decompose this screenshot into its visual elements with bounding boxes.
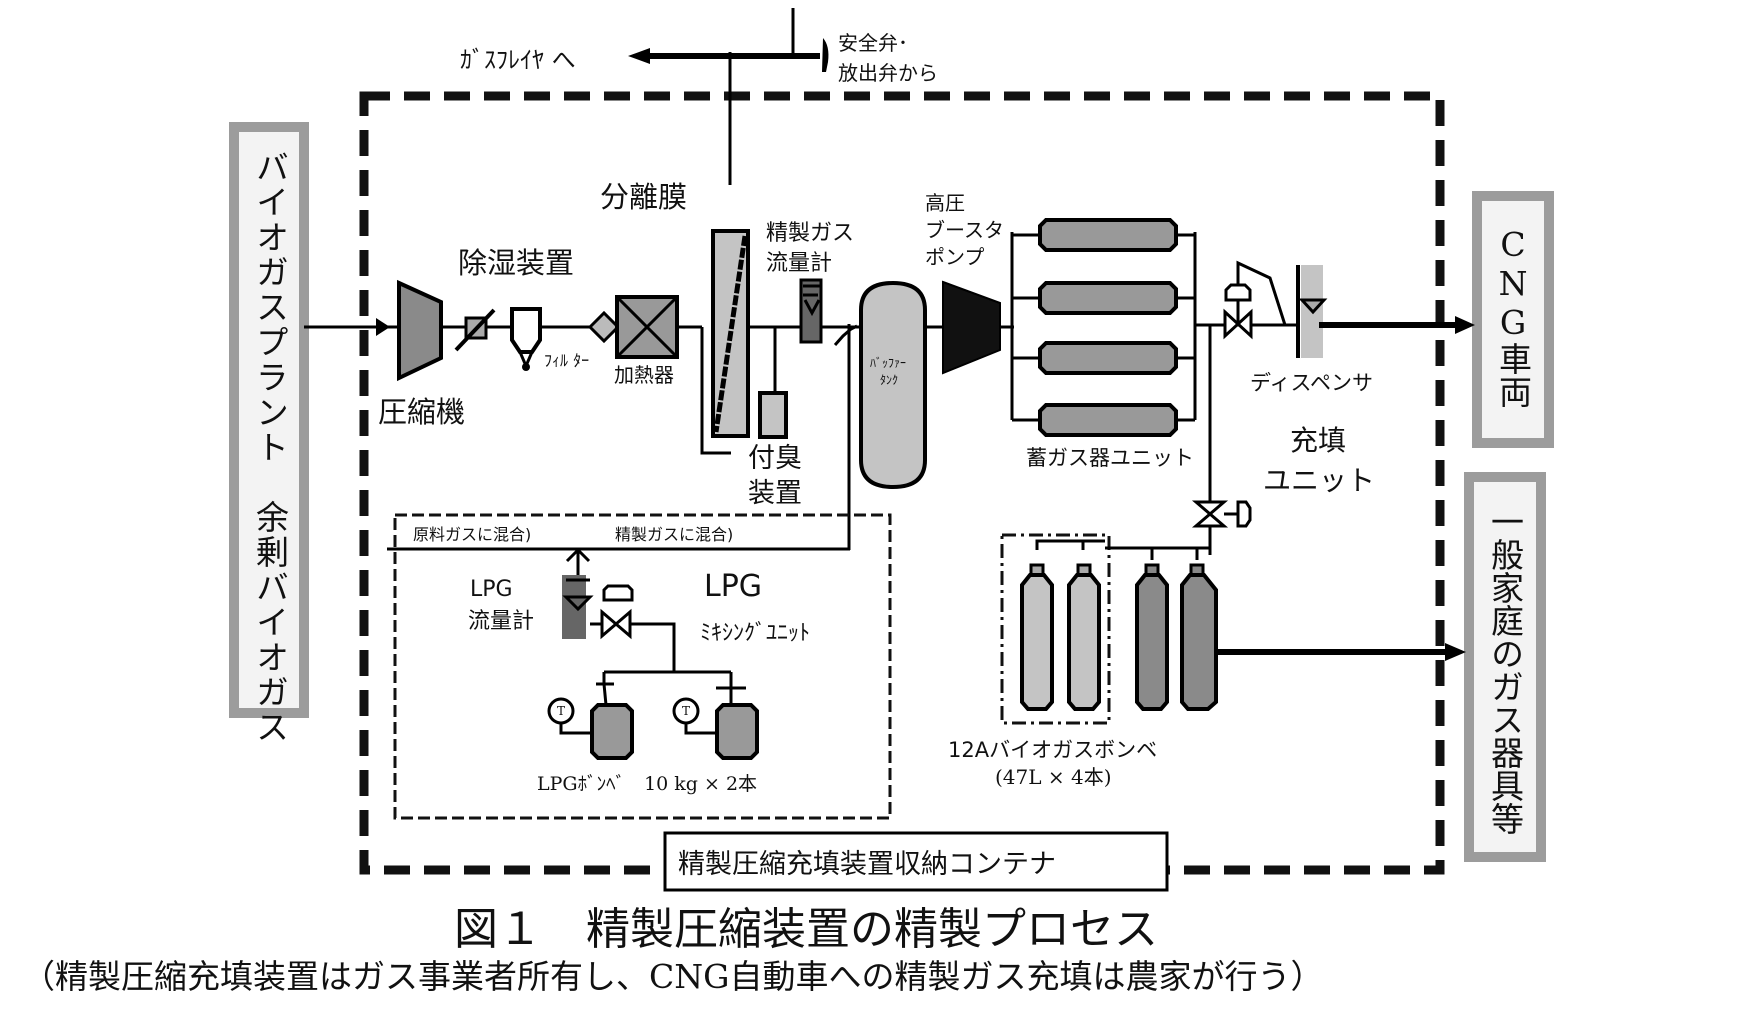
odorizer-icon: 付臭 装置	[748, 327, 802, 509]
svg-text:T: T	[682, 704, 690, 718]
mix-raw-label: 原料ガスに混合)	[413, 525, 531, 544]
source-label: バイオガスプラント 余剰バイオガス	[251, 150, 290, 745]
dehumidifier-icon: 除湿装置	[454, 246, 574, 371]
mix-refined-label: 精製ガスに混合)	[615, 525, 733, 544]
lpg-cylinders-label: LPGﾎﾞﾝﾍﾞ 10 kg × 2本	[537, 773, 757, 795]
heater-label: 加熱器	[614, 363, 674, 387]
filter-icon: ﾌｨﾙ ﾀｰ	[544, 310, 621, 370]
gas-cylinder	[1067, 563, 1101, 711]
container-border	[359, 91, 1445, 875]
flowmeter-label-2: 流量計	[766, 251, 832, 276]
booster-label-1: 高圧	[925, 191, 965, 215]
filter-label: ﾌｨﾙ ﾀｰ	[544, 351, 589, 370]
lpg-unit-label-2: ﾐｷｼﾝｸﾞﾕﾆｯﾄ	[700, 621, 810, 646]
container-label: 精製圧縮充填装置収納コンテナ	[678, 849, 1056, 880]
cng-vehicle-label: CNG車両	[1494, 225, 1533, 408]
lpg-valve-icon	[590, 584, 634, 640]
household-label: 一般家庭のガス器具等	[1486, 505, 1525, 835]
booster-label-2: ブースタ	[925, 218, 1004, 242]
lpg-flowmeter-label-2: 流量計	[468, 609, 534, 634]
heater-icon: 加熱器	[614, 295, 679, 387]
temperature-gauge-icon: T	[547, 697, 590, 735]
flare-line: ｶﾞｽﾌﾚｲﾔ へ 安全弁･ 放出弁から	[460, 8, 938, 185]
lpg-flowmeter-label-1: LPG	[470, 577, 513, 602]
cylinder-valve-icon	[1191, 500, 1252, 528]
dispenser-icon: ディスペンサ	[1250, 265, 1373, 395]
lpg-unit-label-1: LPG	[704, 569, 762, 604]
gas-cylinder	[1180, 563, 1218, 711]
compressor-label: 圧縮機	[378, 395, 465, 429]
figure-subtitle: （精製圧縮充填装置はガス事業者所有し、CNG自動車への精製ガス充填は農家が行う）	[22, 957, 1324, 996]
odorizer-label-1: 付臭	[748, 443, 802, 474]
buffer-label-1: ﾊﾞｯﾌｧｰ	[870, 356, 906, 370]
relief-label-1: 安全弁･	[838, 31, 908, 55]
temperature-gauge-icon: T	[672, 697, 715, 735]
svg-text:T: T	[557, 704, 565, 718]
filling-unit-label-1: 充填	[1290, 424, 1346, 457]
storage-unit-label: 蓄ガス器ユニット	[1026, 446, 1194, 470]
lpg-cylinder: T	[672, 672, 759, 760]
booster-label-3: ポンプ	[925, 245, 984, 269]
compressor-icon: 圧縮機	[378, 279, 465, 429]
storage-cylinder	[1012, 341, 1195, 375]
dispenser-label: ディスペンサ	[1250, 371, 1373, 395]
lpg-unit-outline	[393, 513, 892, 820]
booster-pump-icon: 高圧 ブースタ ポンプ	[925, 191, 1004, 375]
gas-cylinder	[1020, 563, 1054, 711]
flare-label: ｶﾞｽﾌﾚｲﾔ へ	[460, 46, 576, 74]
buffer-tank-icon: ﾊﾞｯﾌｧｰ ﾀﾝｸ	[859, 280, 927, 490]
lpg-mixing-unit: 原料ガスに混合) 精製ガスに混合) LPG 流量計 LPG ﾐｷｼﾝｸﾞﾕﾆｯﾄ	[387, 513, 892, 820]
membrane-label: 分離膜	[600, 180, 687, 214]
flowmeter-label-1: 精製ガス	[766, 221, 854, 246]
gas-cylinder	[1135, 563, 1169, 711]
refined-flowmeter-icon: 精製ガス 流量計	[766, 221, 854, 344]
buffer-label-2: ﾀﾝｸ	[880, 373, 898, 387]
storage-cylinder	[1012, 218, 1195, 252]
biogas-cylinders-label-2: (47L × 4本)	[995, 765, 1112, 789]
source-box: バイオガスプラント 余剰バイオガス	[229, 122, 309, 745]
membrane-icon: 分離膜	[600, 180, 750, 438]
relief-valve-icon	[822, 38, 829, 72]
dispenser-valve-icon	[1223, 260, 1287, 340]
dehumidifier-label: 除湿装置	[458, 246, 574, 280]
biogas-cylinders: 12Aバイオガスボンベ (47L × 4本)	[948, 533, 1218, 789]
household-box: 一般家庭のガス器具等	[1464, 472, 1546, 862]
biogas-cylinders-label-1: 12Aバイオガスボンベ	[948, 738, 1157, 762]
storage-cylinder	[1012, 403, 1195, 437]
lpg-flowmeter-icon	[562, 547, 594, 639]
cng-vehicle-box: CNG車両	[1472, 191, 1554, 448]
odorizer-label-2: 装置	[748, 478, 802, 509]
cylinder-group-outline	[1000, 533, 1111, 725]
storage-unit: 蓄ガス器ユニット	[1010, 218, 1197, 470]
container-label-box: 精製圧縮充填装置収納コンテナ	[663, 831, 1169, 892]
relief-label-2: 放出弁から	[838, 61, 938, 85]
filling-unit-label-2: ユニット	[1263, 464, 1375, 497]
figure-title: 図１ 精製圧縮装置の精製プロセス	[454, 904, 1158, 955]
storage-cylinder	[1012, 281, 1195, 315]
lpg-cylinder: T	[547, 672, 634, 760]
